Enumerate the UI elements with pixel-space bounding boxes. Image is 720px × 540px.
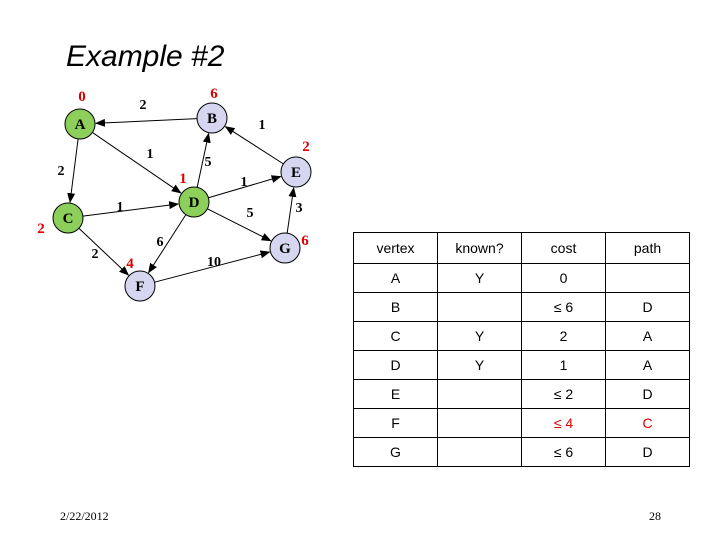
cost-label-A: 0 [78, 89, 86, 105]
cost-label-C: 2 [37, 221, 45, 237]
vertex-cell: F [353, 408, 438, 438]
known-cell [437, 408, 522, 438]
slide-title: Example #2 [66, 40, 225, 73]
edge-weight-D-G: 5 [247, 206, 254, 221]
edge-weight-D-F: 6 [157, 235, 164, 250]
cost-label-F: 4 [126, 256, 134, 272]
cost-cell: 1 [521, 350, 606, 380]
edge-E-B [224, 126, 284, 165]
cost-cell: 0 [521, 263, 606, 293]
page-number: 28 [649, 509, 661, 523]
edge-weight-G-E: 3 [296, 201, 303, 216]
edge-C-F [78, 227, 130, 276]
path-cell: C [605, 408, 690, 438]
edge-weight-A-C: 2 [58, 164, 65, 179]
cost-label-B: 6 [210, 86, 218, 102]
edge-weight-E-B: 1 [259, 118, 266, 133]
edge-D-E [208, 175, 282, 199]
edge-A-D [92, 132, 182, 194]
header-vertex: vertex [353, 232, 438, 264]
path-cell: D [605, 437, 690, 467]
vertex-cell: G [353, 437, 438, 467]
edge-G-E [286, 186, 297, 234]
known-cell: Y [437, 263, 522, 293]
edge-D-B [196, 132, 211, 188]
cost-label-D: 1 [179, 171, 187, 187]
edge-C-D [82, 201, 180, 217]
node-D [178, 186, 210, 218]
node-label-G: G [279, 241, 291, 257]
header-known: known? [437, 232, 522, 264]
edge-weight-F-G: 10 [207, 255, 221, 270]
node-E [280, 156, 312, 188]
header-cost: cost [521, 232, 606, 264]
edge-F-G [154, 250, 271, 283]
cost-cell: ≤ 4 [521, 408, 606, 438]
known-cell: Y [437, 350, 522, 380]
node-A [64, 108, 96, 140]
vertex-cell: D [353, 350, 438, 380]
header-path: path [605, 232, 690, 264]
edge-D-F [148, 214, 187, 274]
known-cell: Y [437, 321, 522, 351]
node-label-A: A [75, 117, 86, 133]
cost-label-G: 6 [301, 233, 309, 249]
cost-cell: ≤ 2 [521, 379, 606, 409]
known-cell [437, 292, 522, 322]
node-label-B: B [207, 111, 217, 127]
known-cell [437, 437, 522, 467]
vertex-cell: E [353, 379, 438, 409]
cost-cell: 2 [521, 321, 606, 351]
path-cell: D [605, 292, 690, 322]
edge-weight-B-A: 2 [140, 98, 147, 113]
path-cell: A [605, 321, 690, 351]
node-label-F: F [135, 279, 144, 295]
footer-date: 2/22/2012 [60, 509, 109, 523]
node-B [196, 102, 228, 134]
vertex-cell: B [353, 292, 438, 322]
node-label-C: C [63, 211, 74, 227]
edge-weight-A-D: 1 [147, 147, 154, 162]
table-header-row: vertex known? cost path [353, 232, 690, 264]
node-C [52, 202, 84, 234]
vertex-cell: C [353, 321, 438, 351]
edge-D-G [207, 208, 272, 242]
cost-label-E: 2 [302, 139, 310, 155]
node-label-D: D [189, 195, 200, 211]
node-F [124, 270, 156, 302]
edge-weight-D-E: 1 [241, 175, 248, 190]
path-cell [605, 263, 690, 293]
edge-weight-C-F: 2 [92, 247, 99, 262]
edge-weight-D-B: 5 [205, 155, 212, 170]
edge-A-C [67, 138, 79, 204]
cost-cell: ≤ 6 [521, 437, 606, 467]
path-cell: A [605, 350, 690, 380]
path-cell: D [605, 379, 690, 409]
node-G [269, 232, 301, 264]
cost-cell: ≤ 6 [521, 292, 606, 322]
edge-weight-C-D: 1 [117, 200, 124, 215]
node-label-E: E [291, 165, 301, 181]
edge-B-A [94, 118, 198, 127]
vertex-cell: A [353, 263, 438, 293]
known-cell [437, 379, 522, 409]
